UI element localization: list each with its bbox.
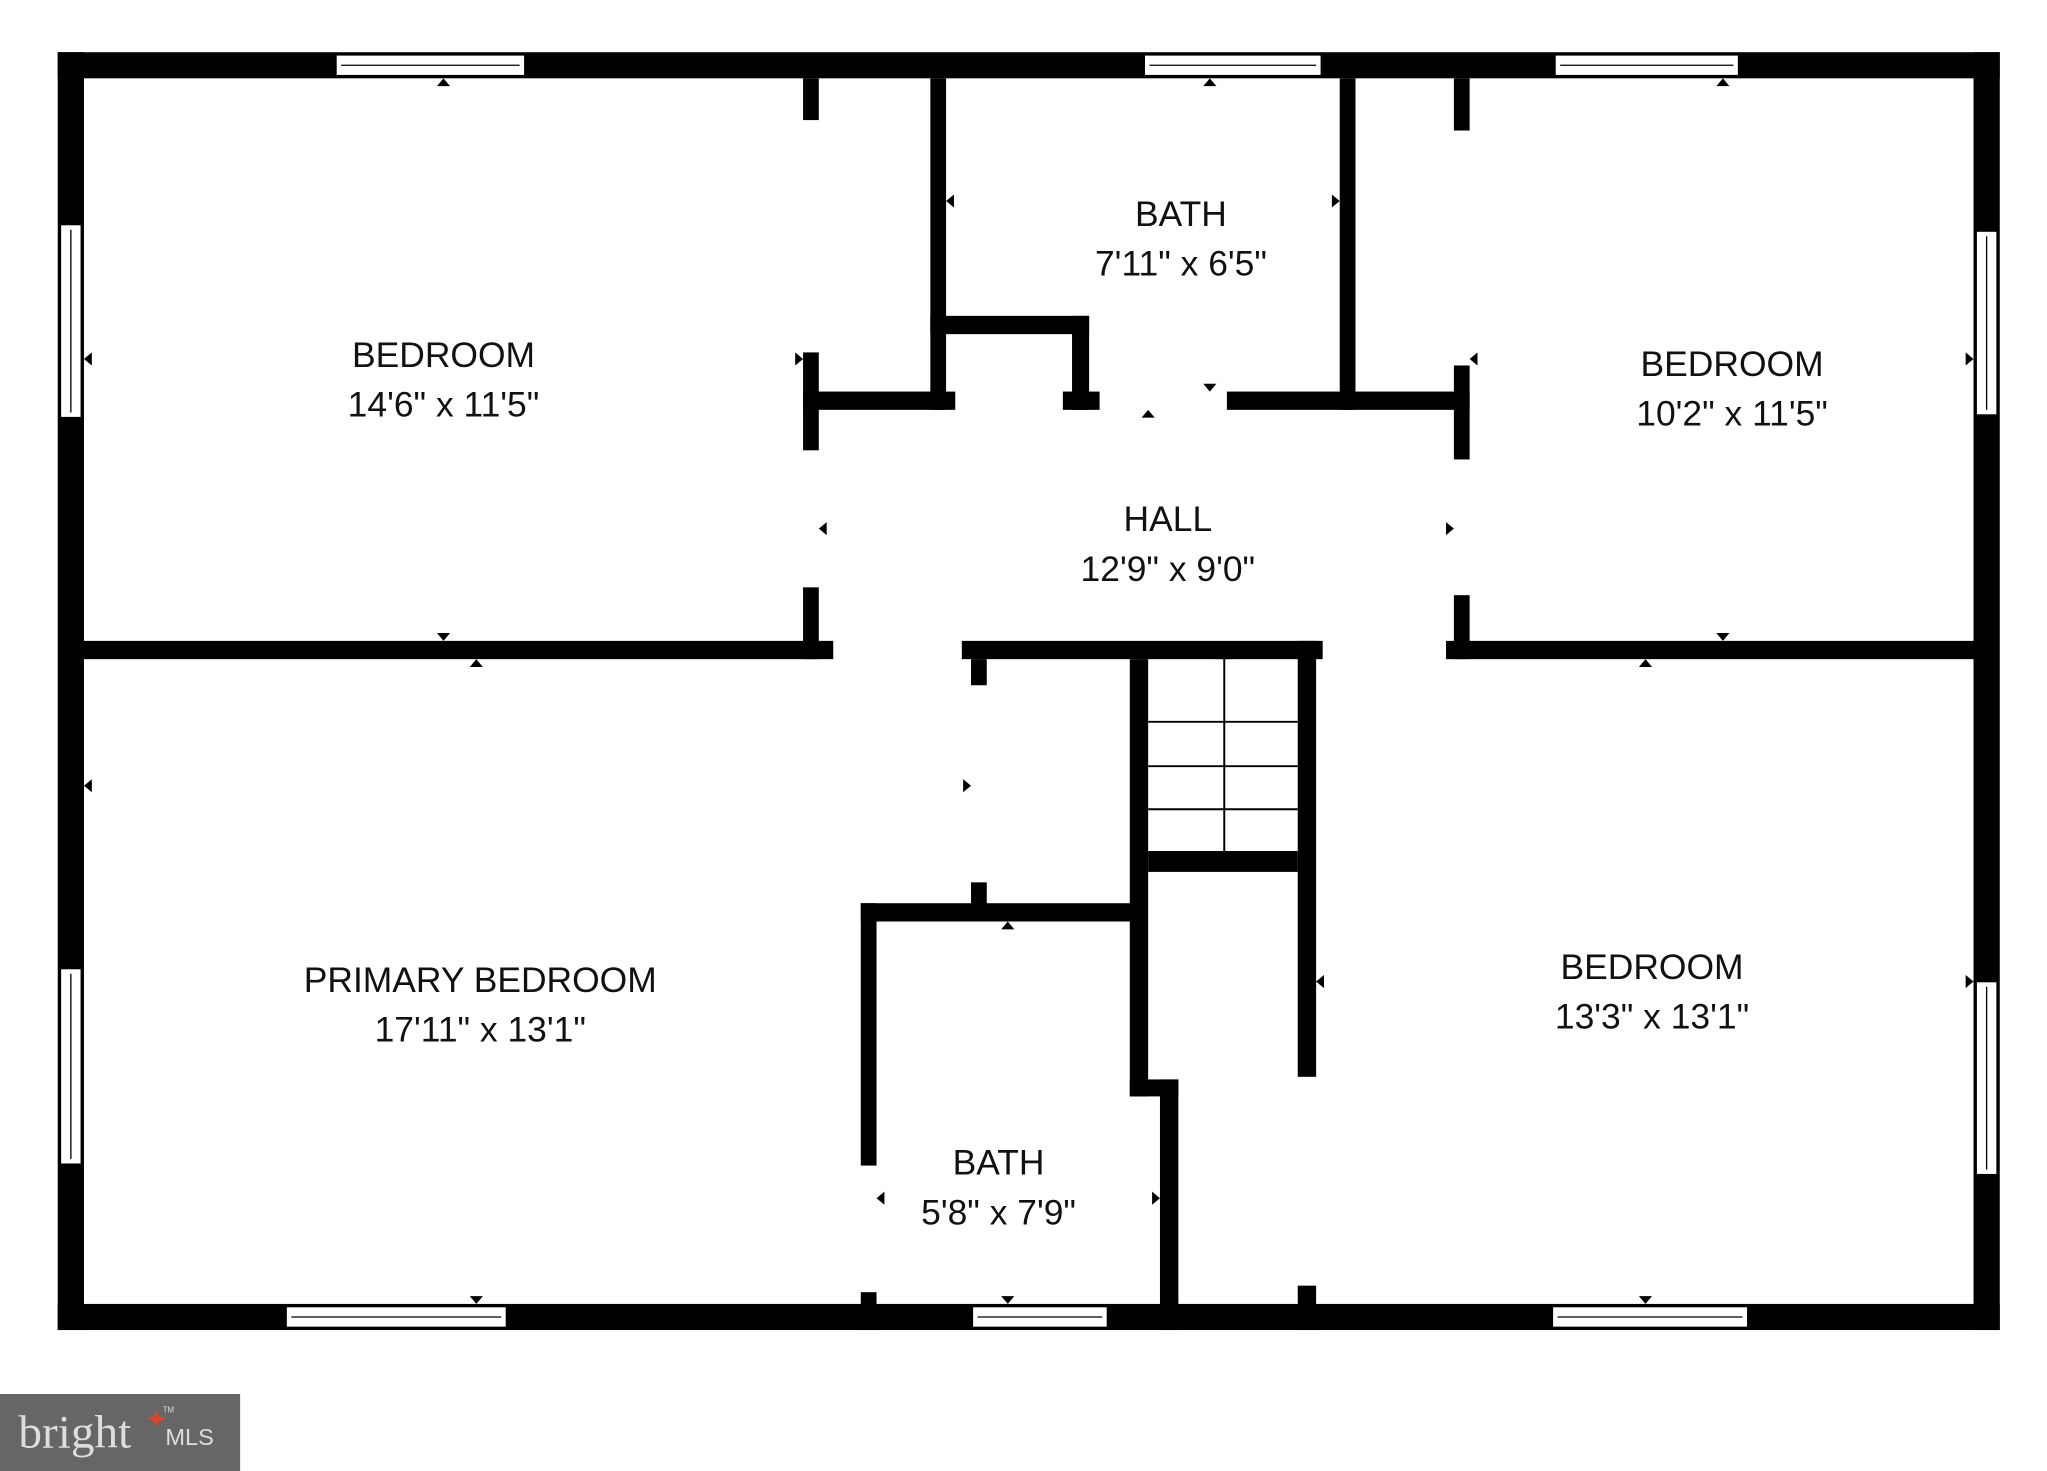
room-name: HALL [1124,500,1213,539]
room-size: 10'2" x 11'5" [1636,395,1828,434]
room-size: 5'8" x 7'9" [921,1193,1076,1232]
room-name: BEDROOM [1561,948,1744,987]
logo-tm: TM [163,1405,174,1414]
room-size: 13'3" x 13'1" [1555,998,1749,1037]
walls [57,52,2000,1331]
room-size: 12'9" x 9'0" [1081,550,1256,589]
logo-star-icon [146,1410,166,1427]
room-name: BATH [1135,195,1227,234]
room-name: BATH [953,1144,1045,1183]
room-size: 14'6" x 11'5" [348,385,540,424]
windows [59,54,1998,1329]
room-name: BEDROOM [352,336,535,375]
room-labels: BEDROOM 14'6" x 11'5" BATH 7'11" x 6'5" … [304,195,1828,1232]
logo-brand: bright [18,1407,131,1459]
room-size: 7'11" x 6'5" [1095,244,1267,283]
bright-mls-logo: bright TM MLS [0,1393,241,1471]
stairs [1148,643,1298,852]
room-name: BEDROOM [1641,345,1824,384]
dimension-markers [83,78,1974,1304]
room-name: PRIMARY BEDROOM [304,961,657,1000]
room-size: 17'11" x 13'1" [375,1011,586,1050]
logo-suffix: MLS [165,1424,214,1450]
stair-arrow-icon [1215,643,1234,660]
